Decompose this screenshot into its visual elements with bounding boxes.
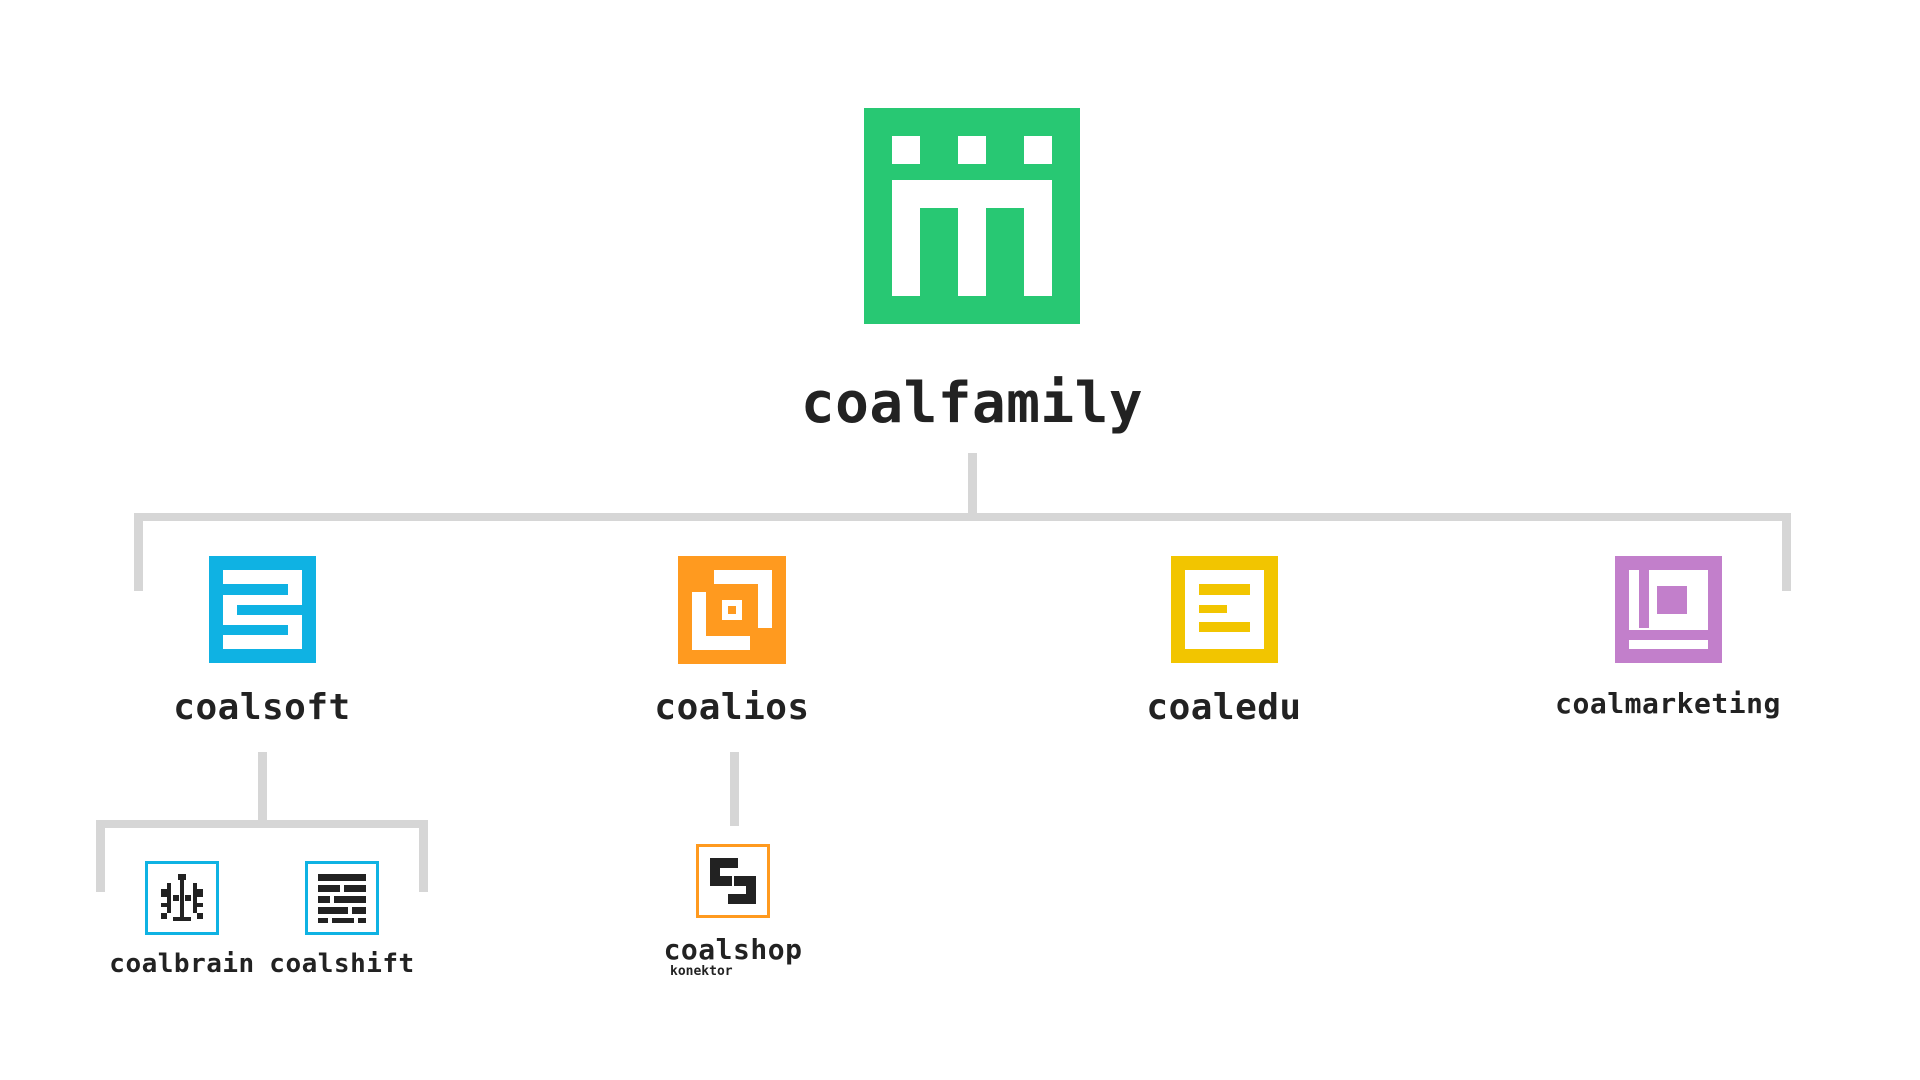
coalshop-logo bbox=[696, 844, 770, 918]
connector-coalsoft-bar bbox=[96, 820, 428, 828]
connector-main-bar bbox=[134, 513, 1791, 521]
coalios-icon bbox=[678, 556, 786, 664]
coaledu-icon bbox=[1171, 556, 1278, 663]
coalshop-label: coalshop bbox=[663, 933, 803, 966]
coaledu-logo bbox=[1171, 556, 1278, 663]
coalbrain-logo bbox=[145, 861, 219, 935]
connector-coalsoft-stem bbox=[258, 752, 267, 823]
coalios-logo bbox=[678, 556, 786, 664]
connector-drop-left bbox=[134, 513, 143, 591]
circuit-icon bbox=[145, 861, 219, 935]
bricks-icon bbox=[305, 861, 379, 935]
coalshift-label: coalshift bbox=[269, 949, 415, 979]
coalfamily-label: coalfamily bbox=[800, 371, 1144, 436]
coalmarketing-label: coalmarketing bbox=[1555, 687, 1781, 720]
coalsoft-label: coalsoft bbox=[173, 687, 351, 728]
coalsoft-logo bbox=[209, 556, 316, 663]
coalios-label: coalios bbox=[654, 687, 810, 728]
coalshift-logo bbox=[305, 861, 379, 935]
coalmarketing-logo bbox=[1615, 556, 1722, 663]
connector-drop-right bbox=[1782, 513, 1791, 591]
castle-icon bbox=[864, 108, 1080, 324]
coaledu-label: coaledu bbox=[1146, 687, 1302, 728]
connector-root-stem bbox=[968, 453, 977, 515]
connector-coalios-stem bbox=[730, 752, 739, 826]
coalsoft-icon bbox=[209, 556, 316, 663]
coalfamily-logo bbox=[864, 108, 1080, 324]
connector-coalsoft-drop-left bbox=[96, 820, 105, 892]
coalbrain-label: coalbrain bbox=[109, 949, 255, 979]
coalshop-subtitle: konektor bbox=[670, 964, 733, 979]
link-icon bbox=[696, 844, 770, 918]
coalmarketing-icon bbox=[1615, 556, 1722, 663]
connector-coalsoft-drop-right bbox=[419, 820, 428, 892]
